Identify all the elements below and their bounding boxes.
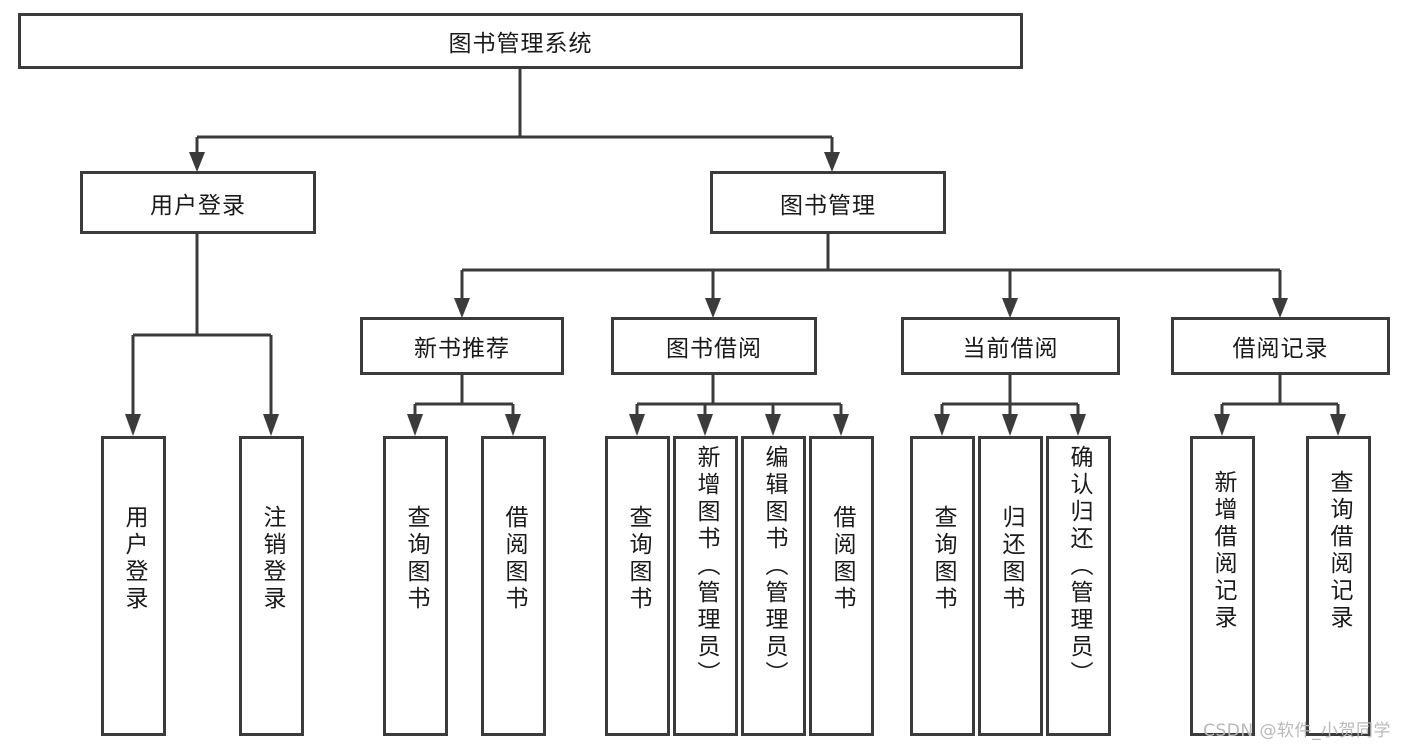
leaf-add-book-box[interactable] [673, 436, 738, 736]
arrowhead-leaf-add-record [1214, 414, 1230, 436]
connector-root-to-level2 [195, 68, 834, 152]
arrowhead-to-new-book-recommend [454, 298, 470, 318]
connector-current-borrow-to-leaves [940, 373, 1080, 414]
arrowhead-leaf-query-record [1330, 414, 1346, 436]
leaf-return-book-box[interactable] [978, 436, 1043, 736]
node-root-box[interactable] [18, 13, 1023, 69]
leaf-query-record-box[interactable] [1306, 436, 1371, 736]
arrowhead-leaf-user-login [125, 414, 141, 436]
leaf-confirm-return-box[interactable] [1046, 436, 1111, 736]
connector-new-book-recommend-to-leaves [413, 373, 515, 414]
arrowhead-leaf-logout [263, 414, 279, 436]
arrowhead-leaf-return-book [1002, 414, 1018, 436]
arrowhead-leaf-query-book-3 [934, 414, 950, 436]
node-new-book-recommend-box[interactable] [360, 317, 564, 375]
arrowhead-to-book-borrow [705, 298, 721, 318]
node-user-login-box[interactable] [80, 171, 316, 234]
arrowhead-to-user-login [189, 152, 205, 172]
arrowhead-leaf-add-book [697, 414, 713, 436]
watermark-text: CSDN @软件_小贺同学 [1203, 721, 1391, 741]
leaf-borrow-book-1-box[interactable] [481, 436, 546, 736]
node-book-manage-box[interactable] [710, 171, 946, 234]
node-current-borrow-box[interactable] [901, 317, 1120, 375]
leaf-query-book-2-box[interactable] [605, 436, 670, 736]
connector-user-login-to-leaves [131, 233, 273, 414]
leaf-add-record-box[interactable] [1190, 436, 1255, 736]
arrowhead-leaf-confirm-return [1070, 414, 1086, 436]
leaf-logout-box[interactable] [239, 436, 304, 736]
connector-book-borrow-to-leaves [635, 373, 843, 414]
connector-borrow-records-to-leaves [1220, 373, 1340, 414]
leaf-edit-book-box[interactable] [741, 436, 806, 736]
arrowhead-leaf-borrow-book-2 [833, 414, 849, 436]
connector-book-manage-to-level3 [460, 233, 1282, 298]
arrowhead-leaf-query-book-1 [407, 414, 423, 436]
arrowhead-leaf-query-book-2 [629, 414, 645, 436]
arrowhead-to-current-borrow [1002, 298, 1018, 318]
leaf-user-login-box[interactable] [101, 436, 166, 736]
arrowhead-leaf-borrow-book-1 [505, 414, 521, 436]
arrowhead-to-book-manage [824, 152, 840, 172]
node-borrow-records-box[interactable] [1171, 317, 1390, 375]
arrowhead-to-borrow-records [1272, 298, 1288, 318]
leaf-query-book-3-box[interactable] [910, 436, 975, 736]
arrowhead-leaf-edit-book [765, 414, 781, 436]
leaf-query-book-1-box[interactable] [383, 436, 448, 736]
node-book-borrow-box[interactable] [611, 317, 817, 375]
leaf-borrow-book-2-box[interactable] [809, 436, 874, 736]
